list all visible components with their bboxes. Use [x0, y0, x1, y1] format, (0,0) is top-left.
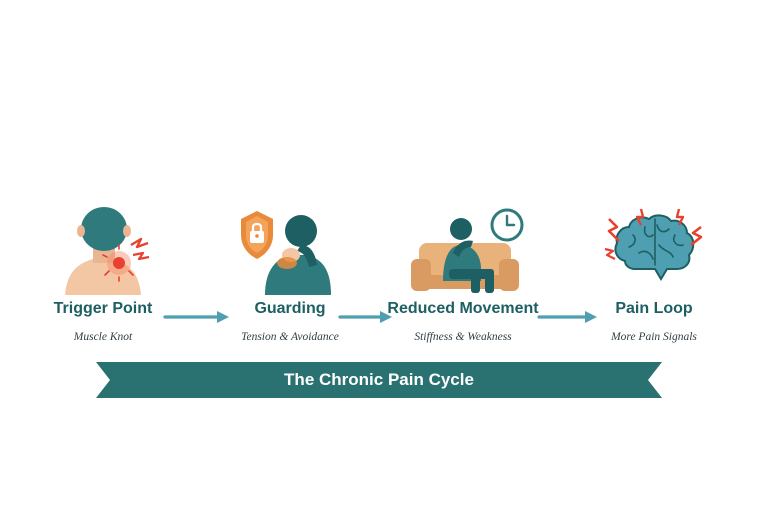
- step-title: Trigger Point: [53, 300, 153, 317]
- sitting-person-clock-icon: [411, 208, 524, 293]
- banner-title: The Chronic Pain Cycle: [284, 370, 474, 389]
- brain-pain-icon: [604, 208, 703, 281]
- step-reduced-movement: Reduced Movement Stiffness & Weakness: [378, 205, 548, 355]
- step-subtitle: More Pain Signals: [611, 331, 697, 343]
- step-subtitle: Stiffness & Weakness: [414, 331, 512, 343]
- step-guarding: Guarding Tension & Avoidance: [205, 205, 375, 355]
- banner-ribbon: [96, 362, 662, 398]
- step-title: Reduced Movement: [387, 300, 539, 317]
- arrow-right-icon: [537, 311, 597, 323]
- arrow-right-icon: [163, 311, 229, 323]
- arrow-right-icon: [338, 311, 392, 323]
- step-subtitle: Muscle Knot: [73, 331, 133, 343]
- step-trigger-point: Trigger Point Muscle Knot: [18, 205, 188, 355]
- shoulder-shield-icon: [241, 211, 331, 295]
- step-title: Guarding: [254, 300, 326, 317]
- step-subtitle: Tension & Avoidance: [241, 331, 339, 343]
- step-pain-loop: Pain Loop More Pain Signals: [569, 205, 739, 355]
- neck-pain-icon: [65, 207, 150, 295]
- step-title: Pain Loop: [615, 300, 693, 317]
